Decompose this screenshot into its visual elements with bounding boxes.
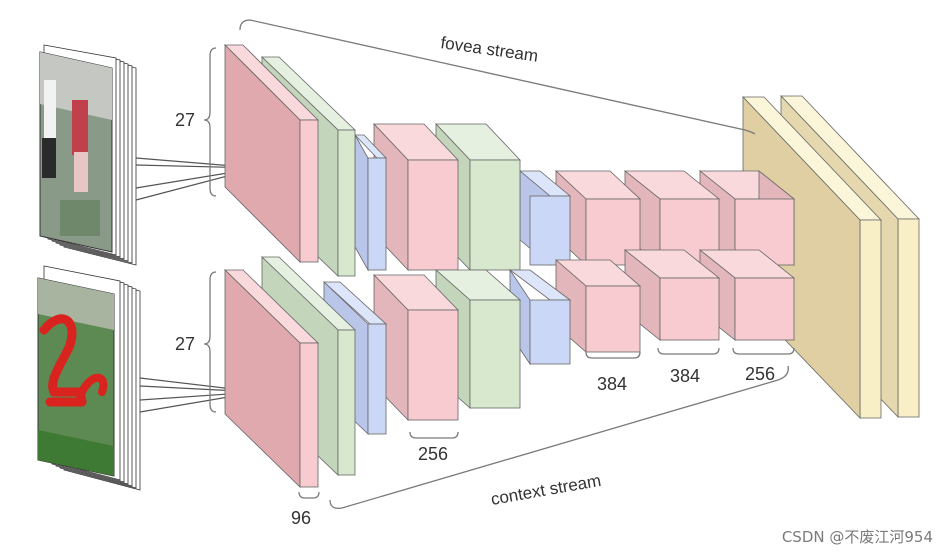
context-input-size-bracket <box>203 271 217 413</box>
input-bottom-size-label: 27 <box>175 334 195 354</box>
input-top-size-label: 27 <box>175 110 195 130</box>
dim-256-right-bracket <box>732 347 795 355</box>
fovea-stream-layers <box>224 44 920 419</box>
dim-96-bracket <box>298 491 320 499</box>
context-conv1 <box>224 269 319 488</box>
context-stream-layers <box>224 249 796 488</box>
dim-384-b-bracket <box>657 347 720 355</box>
dim-384-a-label: 384 <box>597 374 627 394</box>
dim-96-label: 96 <box>291 508 311 528</box>
fovea-stream-bracket <box>239 19 756 135</box>
fovea-pool1 <box>354 133 387 272</box>
csdn-watermark: CSDN @不废江河954 <box>781 528 933 546</box>
context-stream-label: context stream <box>489 471 602 509</box>
dim-384-a-bracket <box>585 351 641 359</box>
fovea-input-frames <box>39 44 137 266</box>
context-conv2 <box>373 274 459 421</box>
dim-256-right-label: 256 <box>745 364 775 384</box>
dim-384-b-label: 384 <box>670 366 700 386</box>
fovea-pool2 <box>518 170 572 266</box>
dim-256-bottom-bracket <box>409 431 459 439</box>
fovea-stream-label: fovea stream <box>439 33 539 65</box>
fovea-input-size-bracket <box>203 47 217 197</box>
context-pool2 <box>508 268 572 366</box>
context-stream-bracket <box>329 365 789 509</box>
dim-256-bottom-label: 256 <box>418 444 448 464</box>
context-input-frames <box>37 265 141 491</box>
fc-layer-1 <box>742 95 882 419</box>
fovea-conv1 <box>224 44 319 263</box>
